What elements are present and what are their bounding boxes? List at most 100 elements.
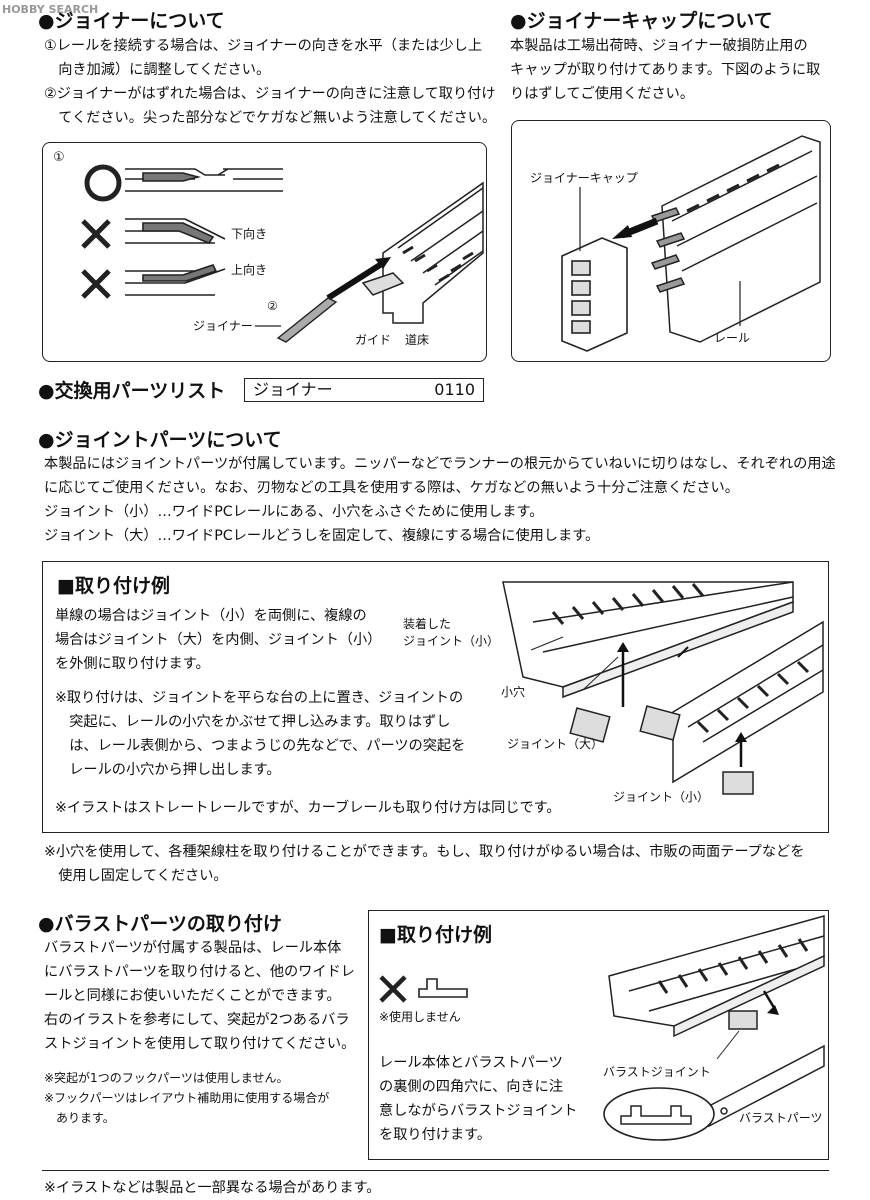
example-note-curve: ※イラストはストレートレールですが、カーブレールも取り付け方は同じです。 [55, 800, 561, 816]
ballast-note-line: ※突起が1つのフックパーツは使用しません。 [44, 1071, 289, 1085]
pole-note-line: 使用し固定してください。 [44, 868, 228, 884]
ballast-joint-label: バラストジョイント [603, 1065, 711, 1079]
hook-part-icon [418, 978, 468, 998]
ballast-text-line: にバラストパーツを取り付けると、他のワイドレ [44, 964, 355, 980]
hole-label: 小穴 [501, 685, 526, 699]
cap-label: ジョイナーキャップ [530, 171, 638, 185]
ballast-example-text-line: 意しながらバラストジョイント [379, 1103, 578, 1119]
ballast-example-text-line: レール本体とバラストパーツ [379, 1055, 563, 1071]
correct-joint-diagram [125, 168, 283, 192]
ballast-note-line: あります。 [44, 1111, 115, 1125]
joiner-heading: ●ジョイナーについて [38, 10, 225, 32]
ballast-example-box: ■取り付け例 ※使用しません レール本体とバラストパーツ の裏側の四角穴に、向き… [368, 910, 829, 1160]
watermark-logo: HOBBY SEARCH [2, 3, 99, 16]
rail-label: レール [714, 331, 751, 345]
joint-small-label: ジョイント（小） [613, 790, 710, 804]
joiner-illustration [43, 143, 485, 360]
down-joint-diagram [125, 218, 226, 244]
example-notes: ※取り付けは、ジョイントを平らな台の上に置き、ジョイントの 突起に、レールの小穴… [55, 686, 495, 782]
mounted-label-line: 装着した [403, 617, 452, 631]
pole-note: ※小穴を使用して、各種架線柱を取り付けることができます。もし、取り付けがゆるい場… [44, 840, 844, 888]
example-text-line: 場合はジョイント（大）を内側、ジョイント（小） [55, 632, 382, 648]
joint-small-drawing [722, 771, 754, 795]
joint-heading: ●ジョイントパーツについて [38, 429, 282, 451]
joint-large-label: ジョイント（大） [507, 737, 604, 751]
example-text-line: を外側に取り付けます。 [55, 656, 210, 672]
fig-num-2: ② [267, 299, 278, 313]
ballast-example-text-line: を取り付けます。 [379, 1127, 492, 1143]
unused-hook-diagram [379, 969, 479, 1009]
fig-num-1: ① [53, 150, 65, 165]
zoom-circle [603, 1087, 715, 1141]
cap-text-line: キャップが取り付けてあります。下図のように取 [510, 62, 821, 78]
example-note-line: ※取り付けは、ジョイントを平らな台の上に置き、ジョイントの [55, 690, 464, 706]
up-label: 上向き [231, 263, 268, 277]
ballast-text-line: ストジョイントを使用して取り付けてください。 [44, 1036, 356, 1052]
ballast-joint-drawing [728, 1010, 758, 1030]
ballast-text: バラストパーツが付属する製品は、レール本体 にバラストパーツを取り付けると、他の… [44, 936, 364, 1056]
joint-text-line: 本製品にはジョイントパーツが付属しています。ニッパーなどでランナーの根元からてい… [44, 456, 836, 472]
parts-list-code: 0110 [434, 380, 475, 399]
parts-list-box: ジョイナー 0110 [244, 378, 484, 402]
ok-circle-icon [84, 164, 122, 202]
example-box: ■取り付け例 単線の場合はジョイント（小）を両側に、複線の 場合はジョイント（大… [42, 561, 829, 833]
joiner-text-line: 向き加減）に調整してください。 [44, 62, 271, 78]
parts-list-heading: ●交換用パーツリスト [38, 380, 226, 402]
down-label: 下向き [231, 227, 268, 241]
footer-note: ※イラストなどは製品と一部異なる場合があります。 [44, 1180, 381, 1196]
joint-large-drawing [569, 707, 611, 743]
mounted-label: 装着した ジョイント（小） [403, 616, 499, 650]
cap-figure-box: ジョイナーキャップ レール [511, 120, 831, 362]
ballast-example-heading: ■取り付け例 [379, 924, 492, 946]
ballast-text-line: ールと同様にお使いいただくことができます。 [44, 988, 341, 1004]
parts-list-item: ジョイナー [253, 380, 333, 399]
cap-text-line: 本製品は工場出荷時、ジョイナー破損防止用の [510, 38, 808, 54]
joiner-text-line: ②ジョイナーがはずれた場合は、ジョイナーの向きに注意して取り付け [44, 86, 496, 102]
example-text-line: 単線の場合はジョイント（小）を両側に、複線の [55, 608, 367, 624]
example-note-line: 突起に、レールの小穴をかぶせて押し込みます。取りはずし [55, 714, 451, 730]
joiner-cap-drawing [561, 237, 628, 352]
guide-label: ガイド [355, 333, 392, 347]
lower-rail-drawing [672, 620, 824, 784]
ballast-illustration [599, 911, 827, 1157]
ballast-parts-label: バラストパーツ [739, 1111, 823, 1125]
joiner-figure-box: ① 下向き 上向き ② ジョイナー ガイド 道床 [42, 142, 487, 362]
up-joint-diagram [125, 264, 226, 296]
cap-heading: ●ジョイナーキャップについて [510, 10, 773, 32]
unused-label: ※使用しません [379, 1010, 461, 1024]
joiner-piece-drawing [276, 297, 338, 343]
rail-end-drawing [661, 135, 821, 343]
ballast-notes: ※突起が1つのフックパーツは使用しません。 ※フックパーツはレイアウト補助用に使… [44, 1068, 364, 1128]
example-note-line: は、レール表側から、つまようじの先などで、パーツの突起を [55, 738, 466, 754]
footer-divider [42, 1170, 829, 1171]
joiner-text: ①レールを接続する場合は、ジョイナーの向きを水平（または少し上 向き加減）に調整… [44, 34, 497, 130]
upper-rail-drawing [502, 581, 794, 699]
joint-text-line: ジョイント（小）…ワイドPCレールにある、小穴をふさぐために使用します。 [44, 504, 544, 520]
example-text: 単線の場合はジョイント（小）を両側に、複線の 場合はジョイント（大）を内側、ジョ… [55, 604, 395, 676]
ballast-text-line: 右のイラストを参考にして、突起が2つあるバラ [44, 1012, 350, 1028]
joiner-tips-drawing [650, 207, 686, 293]
ballast-text-line: バラストパーツが付属する製品は、レール本体 [44, 940, 342, 956]
example-heading: ■取り付け例 [57, 575, 170, 597]
ballast-example-text: レール本体とバラストパーツ の裏側の四角穴に、向きに注 意しながらバラストジョイ… [379, 1051, 589, 1147]
ballast-rail-drawing [608, 915, 825, 1038]
unused-cross-icon [379, 975, 407, 1003]
joint-text-line: に応じてご使用ください。なお、刃物などの工具を使用する際は、ケガなどの無いよう十… [44, 480, 739, 496]
mounted-label-line: ジョイント（小） [403, 634, 500, 648]
cap-text-line: りはずしてご使用ください。 [510, 86, 695, 102]
bed-label: 道床 [405, 333, 430, 347]
ballast-joint-icon [620, 1105, 692, 1125]
rail-bed-drawing [361, 181, 484, 324]
joiner-text-line: てください。尖った部分などでケガなど無いよう注意してください。 [44, 110, 497, 126]
joiner-label: ジョイナー [193, 319, 253, 333]
ballast-example-text-line: の裏側の四角穴に、向きに注 [379, 1079, 564, 1095]
joint-text: 本製品にはジョイントパーツが付属しています。ニッパーなどでランナーの根元からてい… [44, 452, 844, 548]
double-track-illustration [473, 562, 828, 830]
ng-cross-icon [81, 219, 111, 249]
ballast-note-line: ※フックパーツはレイアウト補助用に使用する場合が [44, 1091, 330, 1105]
ballast-heading: ●バラストパーツの取り付け [38, 913, 282, 935]
example-note-line: レールの小穴から押し出します。 [55, 762, 281, 778]
pole-note-line: ※小穴を使用して、各種架線柱を取り付けることができます。もし、取り付けがゆるい場… [44, 844, 805, 860]
joint-text-line: ジョイント（大）…ワイドPCレールどうしを固定して、複線にする場合に使用します。 [44, 528, 600, 544]
cap-illustration [512, 121, 829, 360]
